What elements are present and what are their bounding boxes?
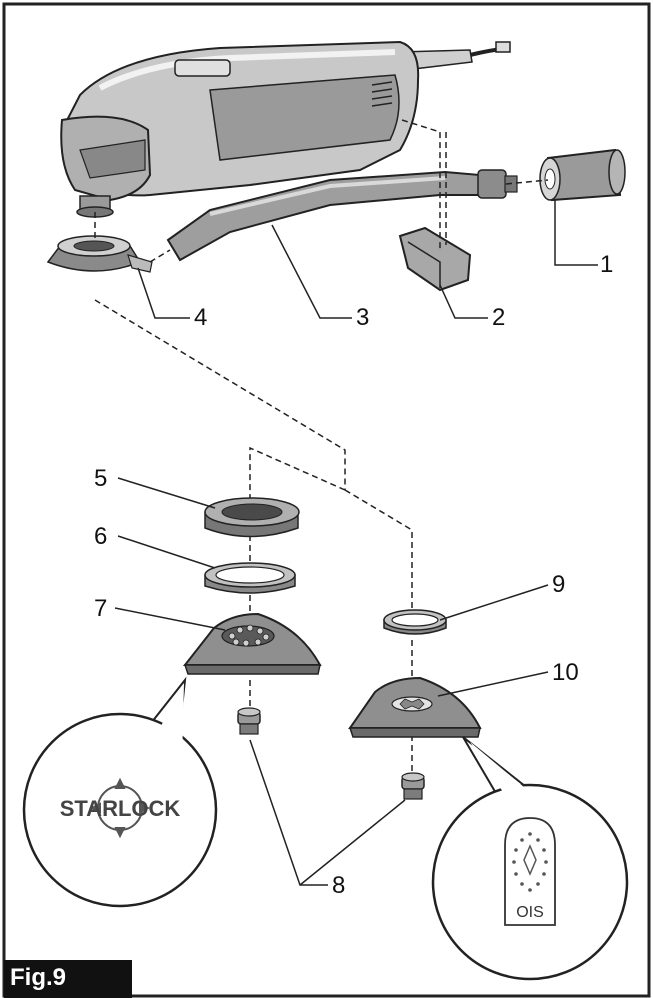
part-8-screw-right: [401, 772, 425, 800]
callout-6: 6: [94, 523, 107, 550]
assembly-lines-top: [94, 119, 549, 490]
part-10-sanding-pad-ois: [348, 676, 482, 738]
callout-10: 10: [552, 659, 579, 686]
starlock-callout-bubble: STARLOCK: [22, 676, 218, 908]
ois-callout-bubble: OIS: [431, 736, 629, 981]
part-9-ring: [383, 609, 447, 635]
ois-logo-text: OIS: [516, 904, 544, 921]
callout-8: 8: [332, 872, 345, 899]
leader-lines: [114, 200, 598, 886]
part-8-screw-left: [237, 707, 261, 735]
starlock-gear-icon: [89, 777, 151, 839]
callout-4: 4: [194, 304, 207, 331]
starlock-logo-text: STARLOCK: [60, 796, 181, 821]
figure-label: Fig.9: [10, 964, 67, 991]
callout-5: 5: [94, 465, 107, 492]
part-4-dust-hood: [46, 235, 153, 273]
part-6-ring: [204, 562, 296, 594]
callout-numbers: 1 2 3 4 5 6 7 8 9 10: [94, 251, 613, 899]
part-5-ring: [204, 497, 300, 538]
part-2-clip: [398, 226, 472, 292]
callout-3: 3: [356, 304, 369, 331]
callout-7: 7: [94, 595, 107, 622]
part-1-adapter-sleeve: [539, 148, 626, 202]
callout-9: 9: [552, 571, 565, 598]
part-3-extraction-tube: [166, 169, 518, 262]
part-7-sanding-pad-starlock: [182, 612, 322, 675]
callout-2: 2: [492, 304, 505, 331]
figure-label-tab: [4, 960, 132, 998]
callout-1: 1: [600, 251, 613, 278]
multi-tool-body: [60, 40, 511, 218]
ois-blade-icon: [504, 817, 556, 926]
